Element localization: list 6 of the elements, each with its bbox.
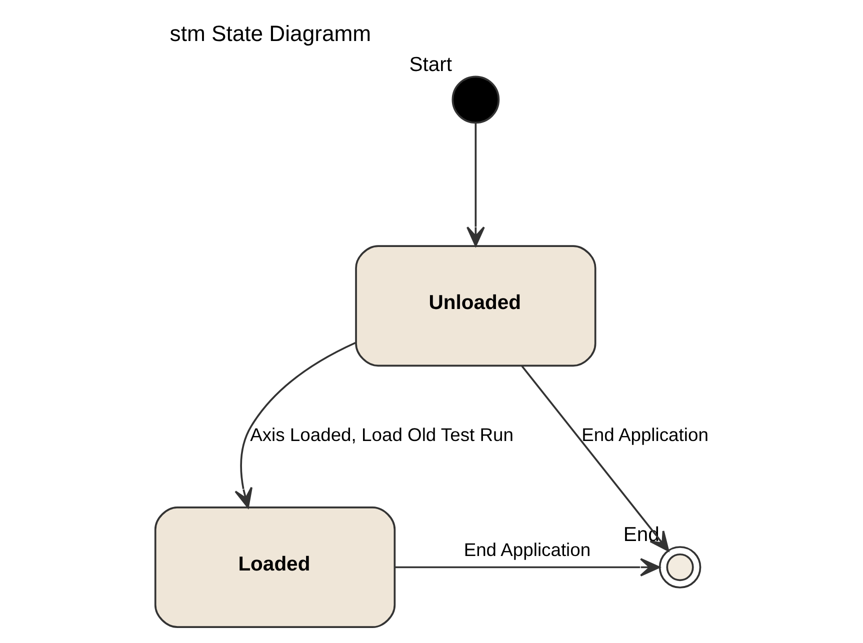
diagram-title: stm State Diagramm — [170, 20, 372, 46]
node-label: End — [623, 524, 660, 546]
node-label: Start — [409, 54, 452, 76]
edge-label: End Application — [464, 539, 591, 560]
edge-label: End Application — [582, 424, 708, 446]
edge-label: Axis Loaded, Load Old Test Run — [250, 424, 514, 446]
